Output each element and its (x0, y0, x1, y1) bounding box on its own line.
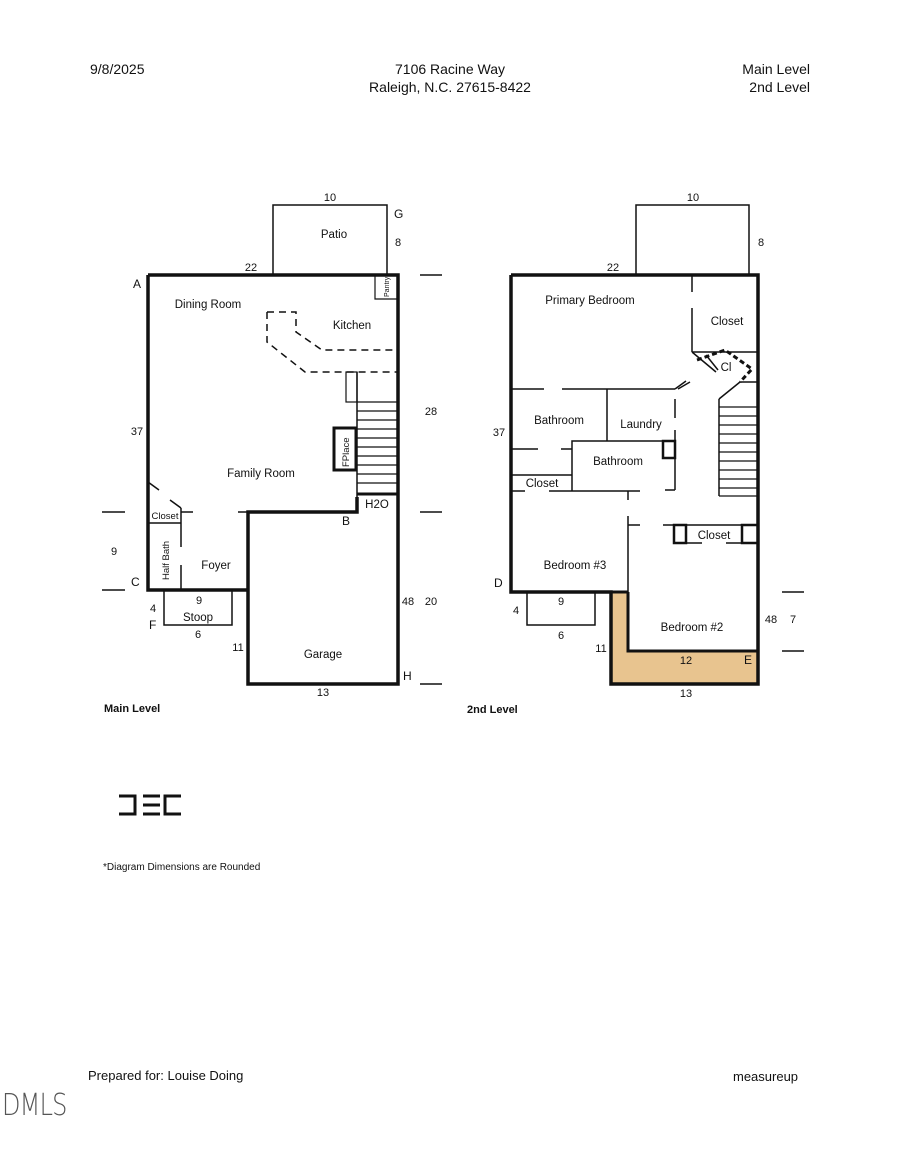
point-f: F (149, 618, 156, 632)
second-right-lower: 7 (790, 614, 796, 626)
second-top-width: 22 (607, 262, 619, 274)
room-garage: Garage (304, 649, 342, 661)
main-top-width: 22 (245, 262, 257, 274)
second-garage-left: 11 (595, 643, 606, 655)
main-patio-depth: 8 (395, 237, 401, 249)
main-stoop-bottom: 6 (195, 629, 201, 641)
rounding-note: *Diagram Dimensions are Rounded (103, 862, 261, 873)
second-inner-bottom: 12 (680, 655, 692, 667)
levels-line-1: Main Level (742, 61, 810, 77)
main-garage-left: 11 (232, 642, 243, 654)
point-c: C (131, 575, 140, 589)
second-stoop-width: 9 (558, 596, 564, 608)
second-stairs (718, 399, 758, 497)
second-level-plan (509, 204, 804, 686)
water-heater-label: H2O (365, 499, 389, 511)
room-bedroom-2: Bedroom #2 (661, 622, 724, 634)
main-stoop-depth: 4 (150, 603, 156, 615)
second-right-total: 48 (765, 614, 777, 626)
point-d: D (494, 576, 503, 590)
main-patio-width: 10 (324, 192, 336, 204)
room-hall-closet: Closet (698, 530, 731, 542)
main-level-plan (102, 204, 442, 686)
main-level-caption: Main Level (104, 703, 161, 715)
fireplace (332, 426, 358, 472)
pantry-wall (374, 275, 398, 300)
dmls-watermark: DMLS (2, 1088, 67, 1123)
room-primary-bedroom: Primary Bedroom (545, 295, 634, 307)
room-half-bath: Half Bath (161, 541, 172, 580)
point-b: B (342, 514, 350, 528)
address-line-2: Raleigh, N.C. 27615-8422 (369, 79, 531, 95)
second-patio-depth: 8 (758, 237, 764, 249)
fireplace-label: FPlace (341, 437, 352, 467)
room-dining: Dining Room (175, 299, 241, 311)
room-small-closet: Cl (721, 362, 732, 374)
room-pantry: Pantry (384, 276, 391, 297)
report-date: 9/8/2025 (90, 61, 145, 77)
room-bathroom-center: Bathroom (593, 456, 643, 468)
room-laundry: Laundry (620, 419, 662, 431)
levels-line-2: 2nd Level (749, 79, 810, 95)
room-stoop: Stoop (183, 612, 213, 624)
room-bedroom-3: Bedroom #3 (544, 560, 607, 572)
dec-logo-icon (119, 794, 181, 816)
room-patio: Patio (321, 229, 347, 241)
highlight-area (611, 592, 758, 684)
second-stoop-bottom: 6 (558, 630, 564, 642)
main-stairs (345, 371, 398, 497)
kitchen-counter (267, 311, 398, 351)
main-right-upper: 28 (425, 406, 437, 418)
room-foyer: Foyer (201, 560, 231, 572)
main-left-height: 37 (131, 426, 143, 438)
point-e: E (744, 653, 752, 667)
room-kitchen: Kitchen (333, 320, 371, 332)
room-primary-closet: Closet (711, 316, 744, 328)
room-closet-main: Closet (152, 511, 179, 522)
main-right-total: 48 (402, 596, 414, 608)
main-exterior-wall (148, 273, 400, 686)
point-g: G (394, 207, 403, 221)
main-garage-width: 13 (317, 687, 329, 699)
main-left-lower: 9 (111, 546, 117, 558)
main-stoop-width: 9 (196, 595, 202, 607)
main-right-lower: 20 (425, 596, 437, 608)
main-stoop (163, 589, 233, 626)
point-a: A (133, 277, 141, 291)
prepared-for: Prepared for: Louise Doing (88, 1068, 244, 1083)
room-family: Family Room (227, 468, 295, 480)
second-patio-width: 10 (687, 192, 699, 204)
second-bottom-width: 13 (680, 688, 692, 700)
point-h: H (403, 669, 412, 683)
room-bathroom-left: Bathroom (534, 415, 584, 427)
second-left-height: 37 (493, 427, 505, 439)
second-level-caption: 2nd Level (467, 704, 518, 716)
room-closet-left: Closet (526, 478, 559, 490)
second-exterior-wall (509, 273, 760, 686)
company-name: measureup (733, 1069, 799, 1084)
second-stoop-depth: 4 (513, 605, 519, 617)
address-line-1: 7106 Racine Way (395, 61, 505, 77)
